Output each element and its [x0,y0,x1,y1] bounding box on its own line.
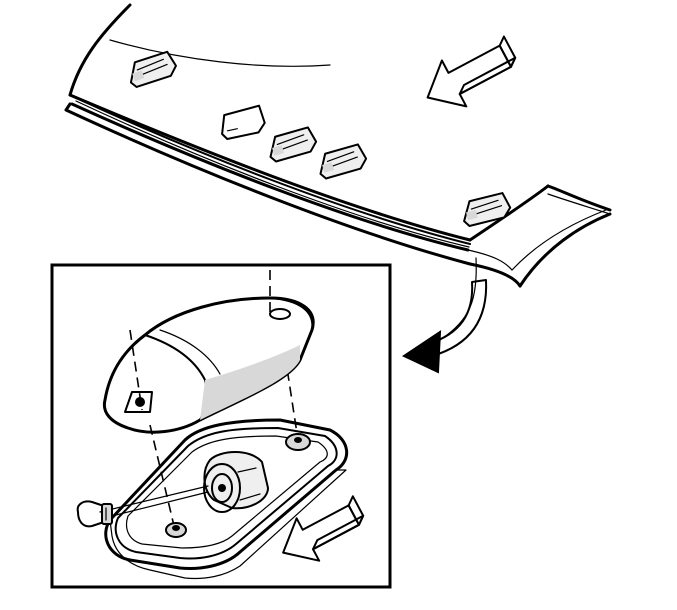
lamp-lens [102,296,315,434]
bulb-socket [203,451,269,513]
bulb [76,485,209,528]
cab-roof [64,3,612,288]
roof-lamp-4 [319,143,368,180]
roof-lamp-1 [129,50,177,88]
roof-lamp-5 [463,192,512,227]
curved-callout-arrow-icon [401,257,488,374]
forward-arrow-icon [282,495,365,562]
roof-lamp-2 [221,104,266,141]
detail-inset [76,270,365,580]
roof-lamp-3 [269,126,318,163]
lamp-base [104,418,348,580]
detail-inset-frame [50,263,392,589]
forward-arrow-icon [426,35,517,108]
